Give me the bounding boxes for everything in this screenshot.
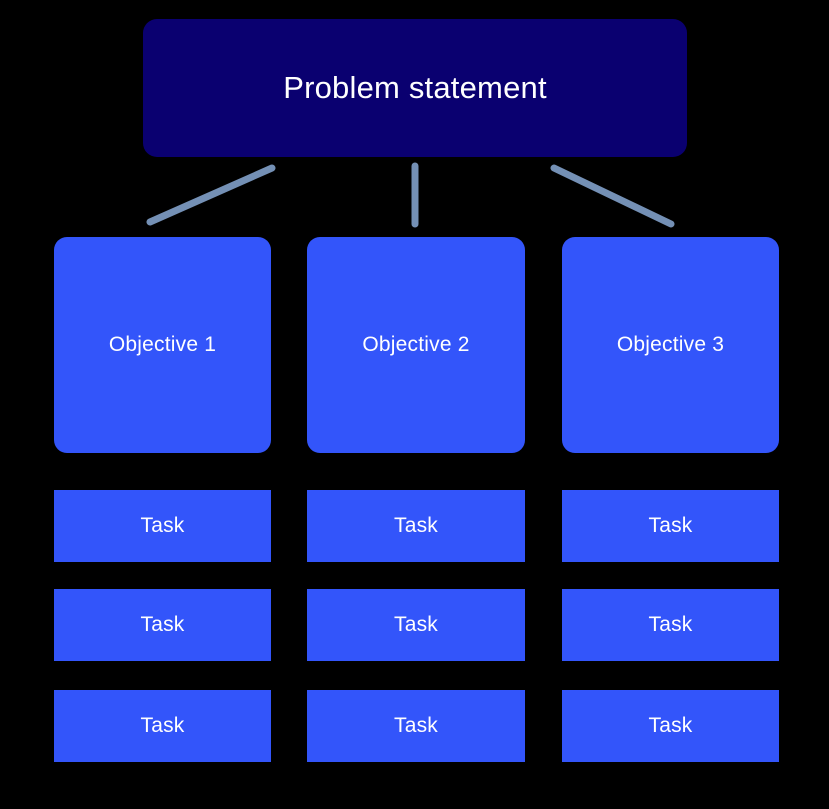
task-node-2-3[interactable]: Task <box>307 690 525 762</box>
task-node-3-3-label: Task <box>648 714 693 737</box>
task-node-1-2-label: Task <box>140 613 185 636</box>
task-node-2-2-label: Task <box>394 613 438 636</box>
objective-node-2-label: Objective 2 <box>362 333 470 356</box>
task-node-3-3[interactable]: Task <box>562 690 779 762</box>
objective-node-1-label: Objective 1 <box>108 333 217 356</box>
task-node-1-2[interactable]: Task <box>54 589 271 661</box>
task-list-column-1: Task Task Task <box>54 490 271 762</box>
objective-column-3: Objective 3 Task Task Task <box>562 237 779 762</box>
task-node-2-3-label: Task <box>394 714 438 737</box>
task-node-3-2-label: Task <box>648 613 693 636</box>
objective-node-3[interactable]: Objective 3 <box>562 237 779 453</box>
root-node-label: Problem statement <box>283 69 547 105</box>
connector-root-to-objective-3 <box>550 164 675 228</box>
task-node-2-1[interactable]: Task <box>307 490 525 562</box>
task-node-3-2[interactable]: Task <box>562 589 779 661</box>
connector-root-to-objective-1 <box>146 164 276 226</box>
objective-node-2[interactable]: Objective 2 <box>307 237 525 453</box>
task-node-2-2[interactable]: Task <box>307 589 525 661</box>
task-node-3-1[interactable]: Task <box>562 490 779 562</box>
task-list-column-2: Task Task Task <box>307 490 525 762</box>
task-node-3-1-label: Task <box>648 514 693 537</box>
task-list-column-3: Task Task Task <box>562 490 779 762</box>
task-node-1-1-label: Task <box>140 514 185 537</box>
objective-node-3-label: Objective 3 <box>616 333 725 356</box>
task-node-1-1[interactable]: Task <box>54 490 271 562</box>
root-node-problem-statement[interactable]: Problem statement <box>143 19 687 157</box>
task-node-1-3-label: Task <box>140 714 185 737</box>
objective-node-1[interactable]: Objective 1 <box>54 237 271 453</box>
task-node-1-3[interactable]: Task <box>54 690 271 762</box>
task-node-2-1-label: Task <box>394 514 438 537</box>
objective-column-2: Objective 2 Task Task Task <box>307 237 525 762</box>
objective-column-1: Objective 1 Task Task Task <box>54 237 271 762</box>
